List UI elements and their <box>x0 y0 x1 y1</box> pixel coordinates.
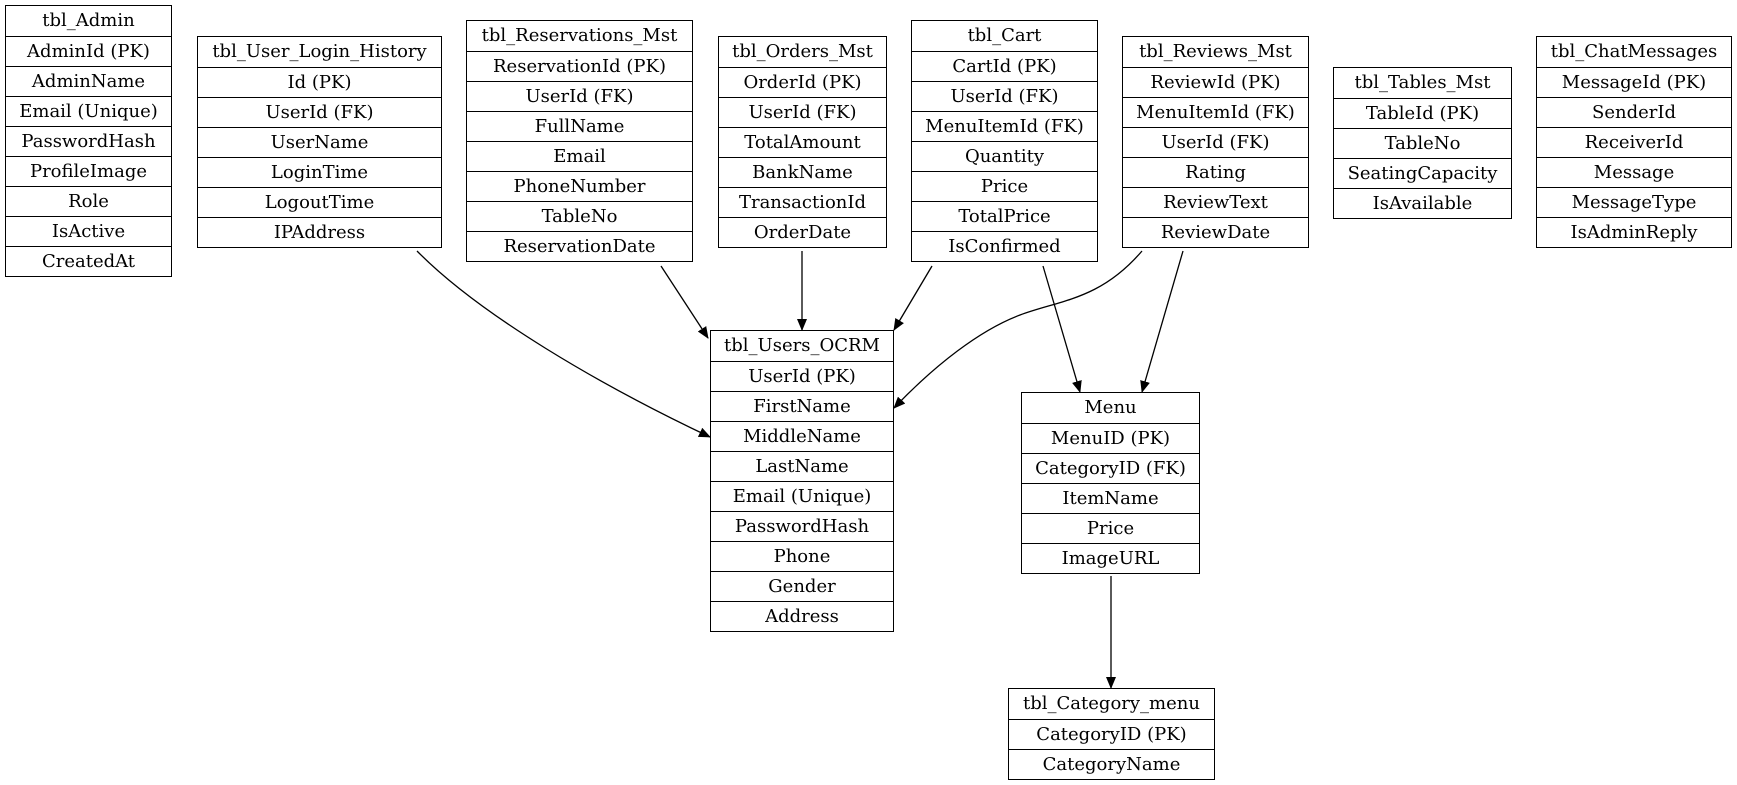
table-field: ItemName <box>1022 483 1199 513</box>
table-field: Phone <box>711 541 893 571</box>
table-field: Quantity <box>912 141 1097 171</box>
table-field: TotalPrice <box>912 201 1097 231</box>
table-field: ReviewText <box>1123 187 1308 217</box>
table-field: Message <box>1537 157 1731 187</box>
table-field: PasswordHash <box>711 511 893 541</box>
table-field: Email (Unique) <box>711 481 893 511</box>
table-title: tbl_Tables_Mst <box>1354 72 1491 93</box>
table-field: Price <box>1022 513 1199 543</box>
table-field: PasswordHash <box>6 126 171 156</box>
table-field: Role <box>6 186 171 216</box>
table-field: FullName <box>467 111 692 141</box>
table-field: Rating <box>1123 157 1308 187</box>
relation-arrow-tbl-cart-to-tbl-users-ocrm <box>893 265 933 331</box>
relation-arrow-tbl-reviews-mst-to-tbl-users-ocrm <box>893 250 1143 409</box>
table-field: FirstName <box>711 391 893 421</box>
table-field: Id (PK) <box>198 67 441 97</box>
table-field: IsConfirmed <box>912 231 1097 261</box>
table-field: Email (Unique) <box>6 96 171 126</box>
table-field: IsAdminReply <box>1537 217 1731 247</box>
table-field: UserId (FK) <box>719 97 886 127</box>
table-field: ReceiverId <box>1537 127 1731 157</box>
table-field: MiddleName <box>711 421 893 451</box>
table-field: AdminName <box>6 66 171 96</box>
table-title: tbl_Orders_Mst <box>732 41 873 62</box>
table-title: Menu <box>1084 397 1137 418</box>
relation-arrow-tbl-cart-to-menu <box>1042 265 1082 393</box>
table-field: TableNo <box>467 201 692 231</box>
table-field: Price <box>912 171 1097 201</box>
table-field: OrderId (PK) <box>719 67 886 97</box>
table-field: UserId (FK) <box>912 81 1097 111</box>
table-field: Gender <box>711 571 893 601</box>
table-title: tbl_Reviews_Mst <box>1139 41 1292 62</box>
table-field: CategoryName <box>1009 749 1214 779</box>
table-field: IPAddress <box>198 217 441 247</box>
table-title: tbl_Cart <box>967 25 1042 46</box>
table-field: AdminId (PK) <box>6 36 171 66</box>
table-field: LastName <box>711 451 893 481</box>
table-title: tbl_Category_menu <box>1023 693 1200 714</box>
table-field: ImageURL <box>1022 543 1199 573</box>
table-field: LogoutTime <box>198 187 441 217</box>
table-field: SenderId <box>1537 97 1731 127</box>
table-field: BankName <box>719 157 886 187</box>
table-field: IsAvailable <box>1334 188 1511 218</box>
table-field: SeatingCapacity <box>1334 158 1511 188</box>
table-field: TableId (PK) <box>1334 98 1511 128</box>
table-field: ReviewId (PK) <box>1123 67 1308 97</box>
relation-arrow-tbl-user-login-history-to-tbl-users-ocrm <box>416 250 711 438</box>
table-field: PhoneNumber <box>467 171 692 201</box>
table-tbl-user-login-history: tbl_User_Login_History Id (PK)UserId (FK)… <box>197 36 442 248</box>
table-field: ReservationDate <box>467 231 692 261</box>
table-title: tbl_Admin <box>42 10 135 31</box>
table-field: UserId (FK) <box>198 97 441 127</box>
table-field: MessageType <box>1537 187 1731 217</box>
table-field: UserName <box>198 127 441 157</box>
table-field: UserId (FK) <box>1123 127 1308 157</box>
table-field: CategoryID (PK) <box>1009 719 1214 749</box>
table-field: OrderDate <box>719 217 886 247</box>
table-title: tbl_ChatMessages <box>1550 41 1718 62</box>
table-field: MenuItemId (FK) <box>1123 97 1308 127</box>
table-field: UserId (FK) <box>467 81 692 111</box>
table-title: tbl_User_Login_History <box>212 41 427 62</box>
table-field: LoginTime <box>198 157 441 187</box>
table-field: CartId (PK) <box>912 51 1097 81</box>
table-field: TableNo <box>1334 128 1511 158</box>
table-field: IsActive <box>6 216 171 246</box>
table-field: MenuItemId (FK) <box>912 111 1097 141</box>
table-title: tbl_Users_OCRM <box>724 335 880 356</box>
table-field: Email <box>467 141 692 171</box>
table-field: CategoryID (FK) <box>1022 453 1199 483</box>
table-field: ProfileImage <box>6 156 171 186</box>
table-field: MessageId (PK) <box>1537 67 1731 97</box>
relation-arrow-tbl-reservations-mst-to-tbl-users-ocrm <box>660 265 709 339</box>
table-field: ReviewDate <box>1123 217 1308 247</box>
table-field: Address <box>711 601 893 631</box>
table-field: ReservationId (PK) <box>467 51 692 81</box>
table-field: TransactionId <box>719 187 886 217</box>
relation-arrow-tbl-reviews-mst-to-menu <box>1140 250 1184 393</box>
table-field: TotalAmount <box>719 127 886 157</box>
table-field: MenuID (PK) <box>1022 423 1199 453</box>
table-field: CreatedAt <box>6 246 171 276</box>
table-title: tbl_Reservations_Mst <box>481 25 678 46</box>
table-field: UserId (PK) <box>711 361 893 391</box>
